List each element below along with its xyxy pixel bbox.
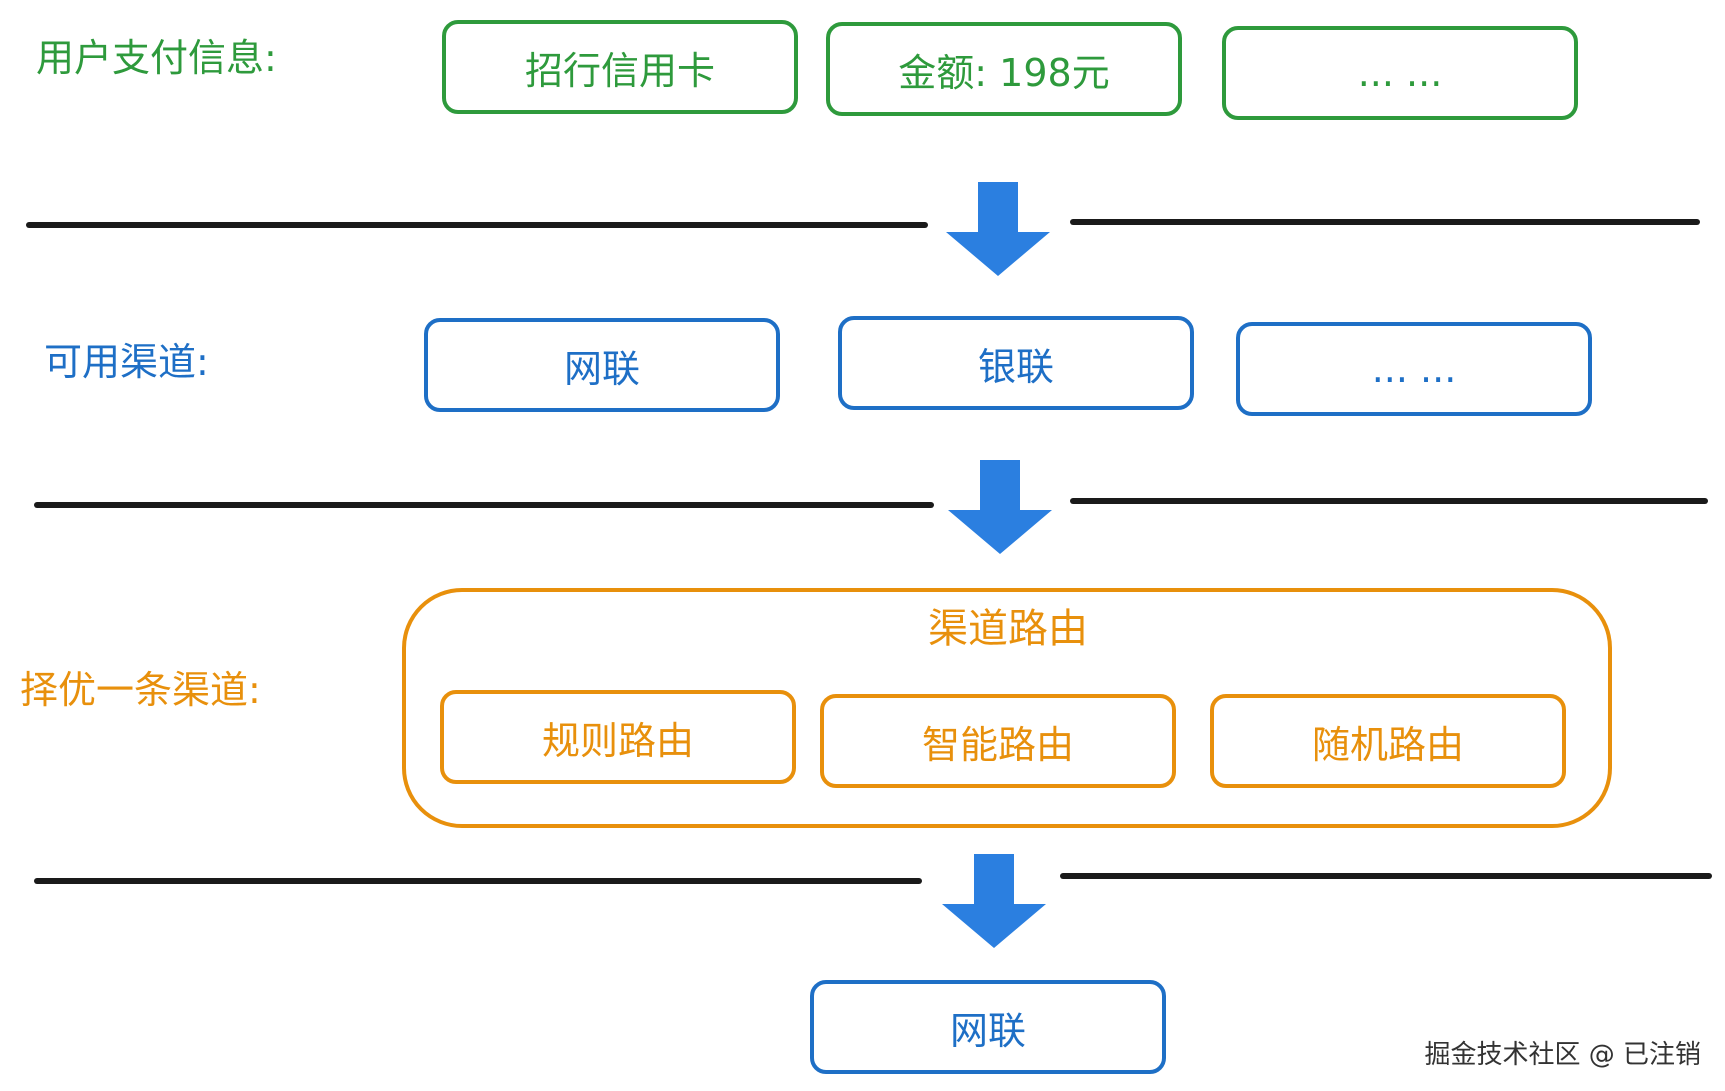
divider-line-1-right (1070, 219, 1700, 225)
card-type-box: 招行信用卡 (442, 20, 798, 114)
arrow-down-icon (946, 182, 1050, 276)
smart-routing-text: 智能路由 (921, 722, 1074, 767)
channels-label: 可用渠道: (44, 340, 209, 384)
random-routing-box: 随机路由 (1210, 694, 1566, 788)
watermark-text: 掘金技术社区 @ 已注销 (1424, 1040, 1701, 1070)
divider-line-3-right (1060, 873, 1712, 879)
rule-routing-text: 规则路由 (541, 718, 694, 763)
channel-yinlian-box: 银联 (838, 316, 1194, 410)
user-info-more-box: ... ... (1222, 26, 1578, 120)
rule-routing-box: 规则路由 (440, 690, 796, 784)
amount-text: 金额: 198元 (898, 50, 1110, 95)
divider-line-2-right (1070, 498, 1708, 504)
channel-yinlian-text: 银联 (977, 344, 1054, 389)
channel-wanglian-box: 网联 (424, 318, 780, 412)
result-channel-box: 网联 (810, 980, 1166, 1074)
random-routing-text: 随机路由 (1311, 722, 1464, 767)
card-type-text: 招行信用卡 (524, 48, 715, 93)
user-info-more-text: ... ... (1357, 51, 1443, 95)
smart-routing-box: 智能路由 (820, 694, 1176, 788)
arrow-down-icon (948, 460, 1052, 554)
channel-wanglian-text: 网联 (563, 346, 640, 391)
channel-routing-title: 渠道路由 (928, 606, 1088, 652)
channels-more-box: ... ... (1236, 322, 1592, 416)
routing-label: 择优一条渠道: (20, 668, 261, 712)
divider-line-2-left (34, 502, 934, 508)
channel-routing-group (402, 588, 1612, 828)
arrow-down-icon (942, 854, 1046, 948)
result-channel-text: 网联 (949, 1008, 1026, 1053)
channels-more-text: ... ... (1371, 347, 1457, 391)
divider-line-3-left (34, 878, 922, 884)
user-info-label: 用户支付信息: (36, 36, 277, 80)
amount-box: 金额: 198元 (826, 22, 1182, 116)
divider-line-1-left (26, 222, 928, 228)
